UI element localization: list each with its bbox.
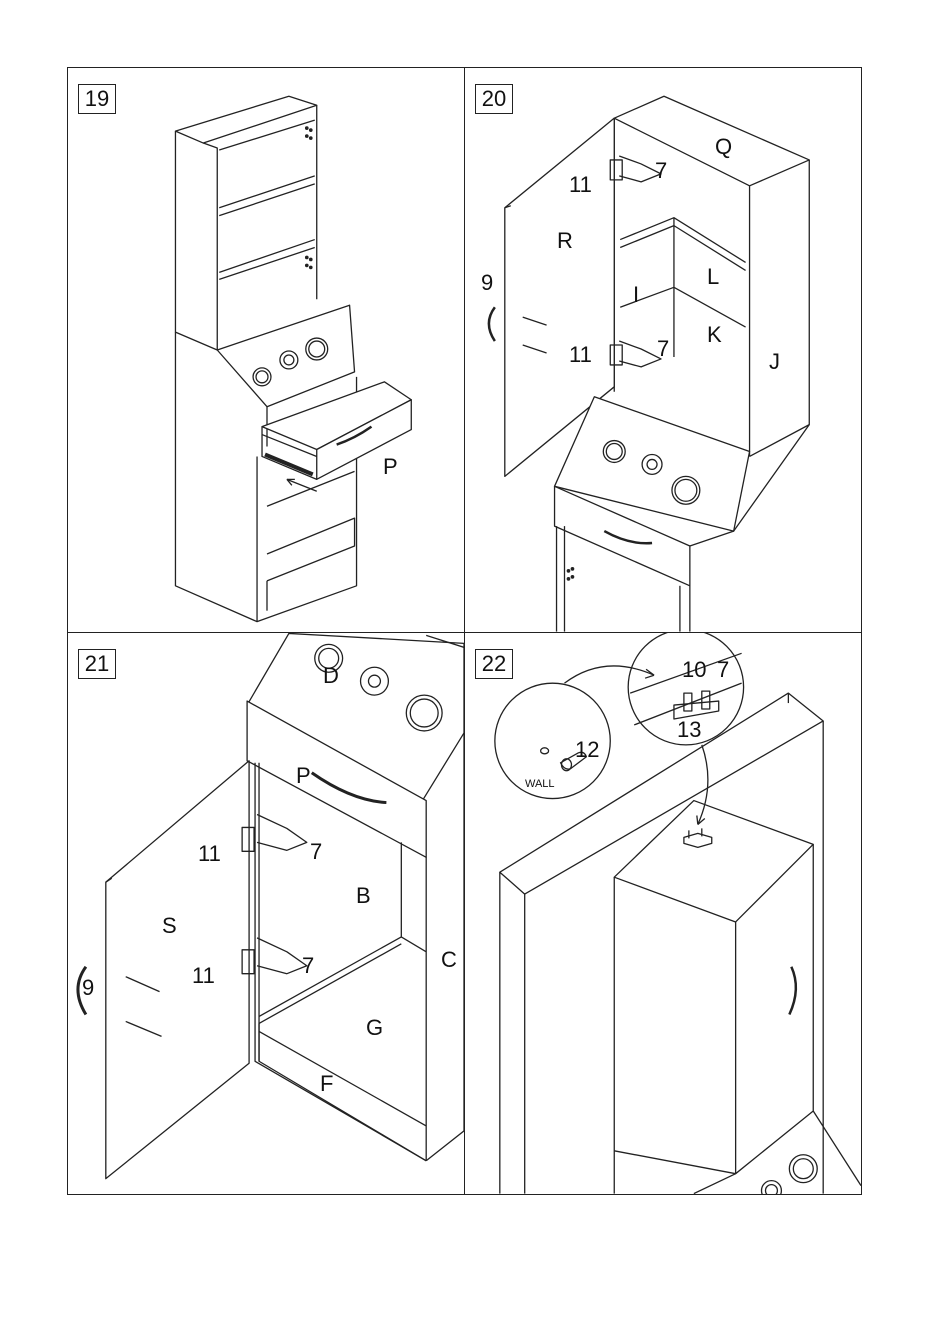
- step-22-label-dowel: 12: [575, 739, 599, 761]
- step-21-label-panel: D: [323, 665, 339, 687]
- step-20-label-hinge-bottom-screw: 11: [569, 344, 592, 366]
- step-19-label-drawer: P: [383, 456, 398, 478]
- step-20-label-hinge-top: 7: [655, 160, 667, 182]
- step-20-panel: 20: [464, 67, 862, 633]
- step-21-label-hinge-top: 7: [310, 841, 322, 863]
- step-22-label-wall: WALL: [525, 779, 555, 790]
- step-21-label-hinge-top-screw: 11: [198, 843, 221, 865]
- step-20-label-hinge-bottom: 7: [657, 338, 669, 360]
- step-20-label-door: R: [557, 230, 573, 252]
- step-22-label-plate: 13: [677, 719, 701, 741]
- step-20-label-shelf: L: [707, 266, 719, 288]
- step-20-number: 20: [475, 84, 513, 114]
- step-21-label-drawer: P: [296, 765, 311, 787]
- step-19-panel: 19: [67, 67, 465, 633]
- step-19-number: 19: [78, 84, 116, 114]
- step-21-number: 21: [78, 649, 116, 679]
- step-19-illustration: [68, 68, 464, 632]
- step-20-label-back: K: [707, 324, 722, 346]
- step-20-label-partition: I: [633, 284, 639, 306]
- step-22-number: 22: [475, 649, 513, 679]
- step-20-label-hinge-top-screw: 11: [569, 174, 592, 196]
- step-20-label-side: J: [769, 351, 780, 373]
- step-21-label-handle: 9: [82, 977, 94, 999]
- step-21-label-hinge-bottom-screw: 11: [192, 965, 215, 987]
- step-21-panel: 21: [67, 632, 465, 1195]
- step-20-label-top: Q: [715, 136, 732, 158]
- step-21-label-back: B: [356, 885, 371, 907]
- step-21-label-plinth: F: [320, 1073, 333, 1095]
- step-21-label-door: S: [162, 915, 177, 937]
- step-21-illustration: [68, 633, 464, 1194]
- step-22-illustration: [465, 633, 861, 1194]
- step-22-panel: 22: [464, 632, 862, 1195]
- step-21-label-side: C: [441, 949, 457, 971]
- step-22-label-screw: 7: [717, 659, 729, 681]
- step-20-label-handle: 9: [481, 272, 493, 294]
- step-22-label-bracket: 10: [682, 659, 706, 681]
- step-21-label-hinge-bottom: 7: [302, 955, 314, 977]
- step-21-label-bottom: G: [366, 1017, 383, 1039]
